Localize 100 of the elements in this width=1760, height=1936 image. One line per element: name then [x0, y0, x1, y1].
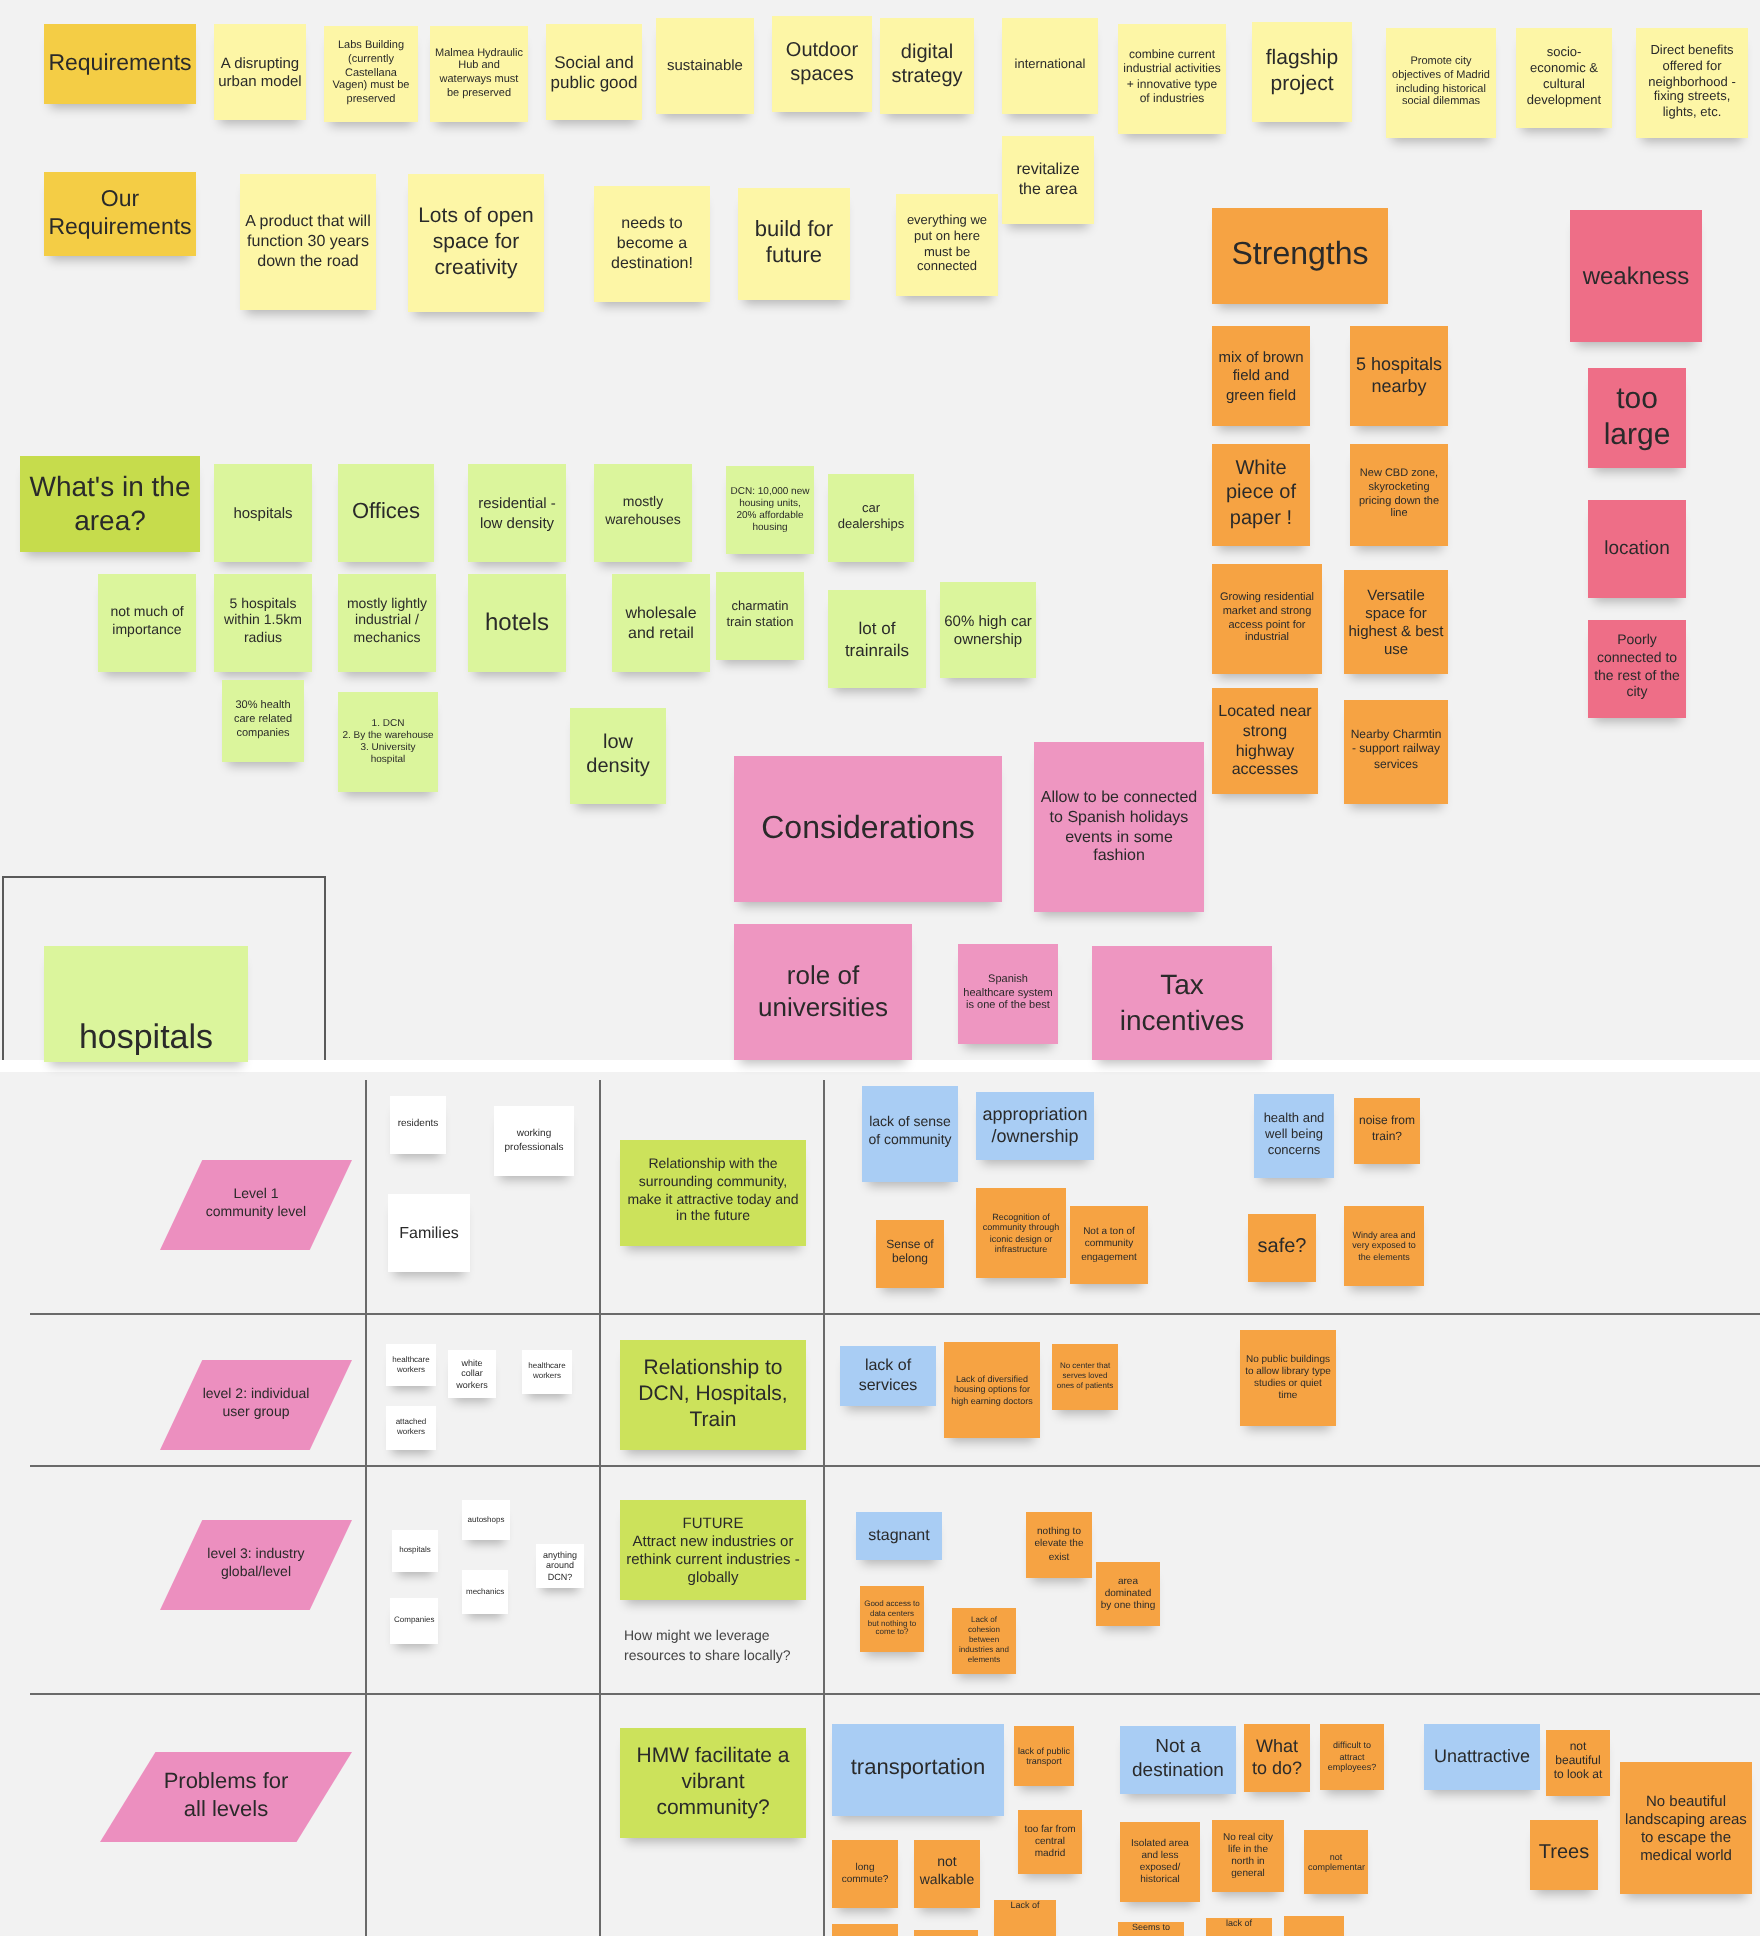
sticky-note [1588, 500, 1686, 598]
sticky-note [1344, 1206, 1424, 1286]
sticky-note [828, 590, 926, 688]
note-text: flagship project [1263, 46, 1341, 98]
note-text: hospitals [78, 1018, 214, 1060]
sticky-note [386, 1344, 436, 1386]
sticky-note [1206, 1918, 1272, 1936]
note-text: Allow to be connected to Spanish holidays events in some fashion [1038, 788, 1200, 866]
sticky-note [1026, 1512, 1092, 1578]
sticky-note [462, 1500, 510, 1540]
sticky-note [1244, 1724, 1310, 1792]
sticky-note [1240, 1330, 1336, 1426]
sticky-note [1284, 1916, 1344, 1936]
note-text: lot of trainrails [842, 618, 912, 660]
sticky-note [1002, 136, 1094, 224]
note-text: too large [1601, 381, 1673, 455]
sticky-note [1212, 564, 1322, 674]
sticky-note [44, 24, 196, 104]
sticky-note [828, 474, 914, 562]
sticky-note [1530, 1820, 1598, 1890]
note-text: Located near strong highway accesses [1216, 702, 1314, 780]
sticky-note [1350, 326, 1448, 426]
level-parallelogram [100, 1752, 352, 1842]
sticky-note [20, 456, 200, 552]
sticky-note [494, 1106, 574, 1176]
level-parallelogram [160, 1360, 352, 1450]
sticky-note [1344, 570, 1448, 674]
sticky-note [1636, 28, 1748, 138]
sticky-note [1092, 946, 1272, 1060]
sticky-note [1118, 1922, 1184, 1936]
sticky-note [44, 172, 196, 256]
note-text: needs to become a destination! [609, 214, 695, 274]
sticky-note [392, 1530, 438, 1572]
sticky-note [1118, 24, 1226, 134]
sticky-note [716, 572, 804, 660]
sticky-note [594, 464, 692, 562]
note-text: low density [584, 731, 652, 781]
sticky-note [1320, 1724, 1384, 1790]
note-text: Social and public good [550, 51, 638, 93]
note-text: Requirements [48, 49, 192, 78]
sticky-note [734, 756, 1002, 902]
note-text: lack of services [856, 1356, 920, 1396]
sticky-note [958, 944, 1058, 1044]
note-text: wholesale and retail [623, 603, 699, 643]
sticky-note [1212, 326, 1310, 426]
sticky-note [876, 1220, 944, 1288]
sticky-note [1034, 742, 1204, 912]
sticky-note [1002, 18, 1098, 114]
sticky-note [386, 1406, 436, 1450]
sticky-note [840, 1346, 936, 1406]
sticky-note [1424, 1724, 1540, 1790]
note-text: Offices [351, 499, 421, 527]
sticky-note [1516, 28, 1612, 128]
note-text: appropriation/ownership [980, 1104, 1090, 1148]
note-text: What to do? [1249, 1736, 1305, 1780]
level-parallelogram [160, 1520, 352, 1610]
sticky-note [1588, 368, 1686, 468]
sticky-note [620, 1728, 806, 1838]
sticky-note [856, 1512, 942, 1560]
sticky-note [338, 464, 434, 562]
sticky-note [612, 574, 710, 672]
sticky-note [832, 1840, 898, 1908]
sticky-note [1212, 208, 1388, 304]
sticky-note [772, 16, 872, 112]
sticky-note [338, 574, 436, 672]
sticky-note [1212, 688, 1318, 794]
level-parallelogram [160, 1160, 352, 1250]
sticky-note [1212, 444, 1310, 546]
note-text: Trees [1538, 1842, 1590, 1868]
sticky-note [944, 1342, 1040, 1438]
sticky-note [546, 24, 642, 120]
sticky-note [98, 574, 196, 672]
sticky-note [914, 1840, 980, 1908]
sticky-note [1620, 1762, 1752, 1894]
note-text: build for future [752, 217, 836, 271]
note-text: Our Requirements [48, 185, 192, 243]
sticky-note [914, 1930, 978, 1936]
note-text: Problems for all levels [161, 1769, 291, 1825]
sticky-note [860, 1586, 924, 1652]
sticky-note [976, 1188, 1066, 1278]
sticky-note [620, 1340, 806, 1450]
sticky-note [214, 574, 312, 672]
sticky-note [408, 174, 544, 312]
sticky-note [976, 1092, 1094, 1160]
sticky-note [570, 708, 666, 804]
note-text: Families [399, 1223, 459, 1243]
sticky-note [1252, 22, 1352, 122]
sticky-note [240, 174, 376, 310]
note-text: weakness [1582, 261, 1690, 291]
sticky-note [1052, 1344, 1118, 1410]
sticky-note [1120, 1822, 1200, 1902]
sticky-note [1248, 1214, 1316, 1282]
note-text: Lots of open space for creativity [416, 204, 536, 282]
sticky-note [832, 1724, 1004, 1816]
sticky-note [940, 582, 1036, 678]
sticky-note [1546, 1730, 1610, 1796]
sticky-note [468, 464, 566, 562]
sticky-note [462, 1570, 508, 1614]
note-text: safe? [1257, 1235, 1307, 1261]
sticky-note [1070, 1206, 1148, 1284]
